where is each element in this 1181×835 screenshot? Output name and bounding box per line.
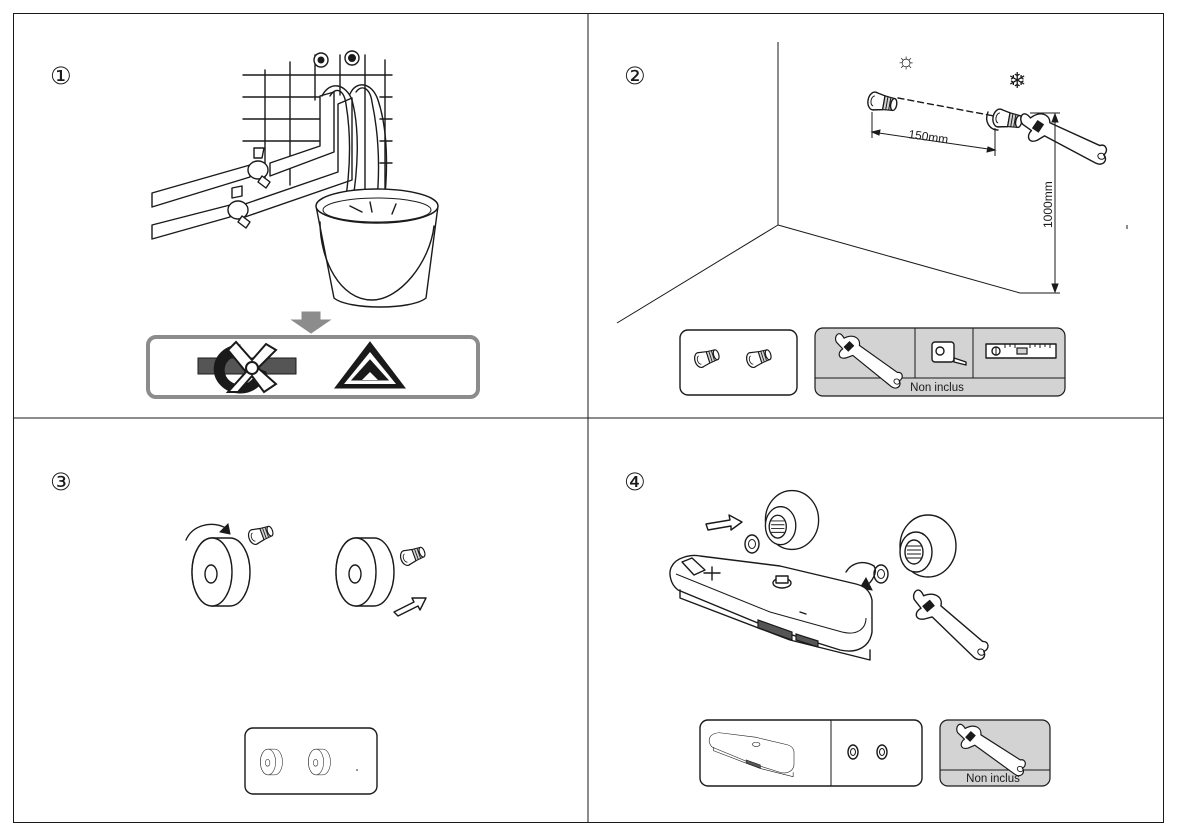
cover-rosette-icon <box>260 748 283 776</box>
cover-rosette-icon <box>764 489 820 551</box>
rotation-arrow-icon <box>185 522 231 541</box>
push-arrow-icon <box>705 514 743 531</box>
cold-water-symbol: ❄ <box>1008 68 1026 93</box>
height-dimension: 1000mm <box>1041 112 1059 294</box>
step-2-panel: ② ☼ ❄ <box>616 42 1128 397</box>
eccentric-connector-icon <box>990 107 1024 132</box>
washer-icon <box>876 744 888 760</box>
warning-frame <box>146 335 480 399</box>
step-1-number: ① <box>50 62 72 90</box>
spacing-label: 150mm <box>908 127 950 146</box>
step-4-tools-box: Non inclus <box>939 719 1051 787</box>
eccentric-connector-icon <box>397 543 428 568</box>
thermostatic-mixer-icon <box>669 554 873 661</box>
step-3-number: ③ <box>50 468 72 496</box>
thermostatic-mixer-icon <box>708 732 795 777</box>
height-label: 1000mm <box>1041 181 1055 228</box>
tape-measure-icon <box>931 341 967 366</box>
warning-triangle-icon <box>333 341 407 389</box>
cover-rosette-icon <box>191 537 251 607</box>
cover-rosette-icon <box>899 514 957 578</box>
step-2-number: ② <box>624 62 646 90</box>
wrench-icon <box>900 584 1000 663</box>
step-1-panel: ① <box>50 50 480 399</box>
valve-handle-icon <box>247 147 271 189</box>
water-off-valve-icon <box>197 340 297 394</box>
step-4-panel: ④ <box>624 468 1051 787</box>
step-4-parts-box <box>699 719 923 787</box>
down-arrow-icon <box>290 311 332 334</box>
wrench-icon <box>1013 108 1114 167</box>
spirit-level-icon <box>985 343 1057 359</box>
tools-not-included-caption: Non inclus <box>910 382 964 394</box>
push-arrow-icon <box>393 597 427 617</box>
room-corner-lines <box>616 42 1128 324</box>
step-4-number: ④ <box>624 468 646 496</box>
spacing-dimension: 150mm <box>870 112 997 156</box>
cover-rosette-icon <box>308 748 331 776</box>
pipe-wall-icon <box>151 50 393 240</box>
step-2-tools-box: Non inclus <box>814 327 1066 397</box>
washer-icon <box>873 564 889 584</box>
cover-rosette-icon <box>335 537 395 607</box>
step-2-parts-box <box>679 329 798 396</box>
step-3-panel: ③ <box>50 468 428 795</box>
bucket-icon <box>315 188 439 308</box>
dot-mark <box>356 769 358 771</box>
washer-icon <box>744 534 760 554</box>
step-3-parts-box <box>244 727 378 795</box>
tools-not-included-caption: Non inclus <box>966 773 1020 785</box>
valve-handle-icon <box>227 185 251 229</box>
eccentric-connector-icon <box>865 90 899 115</box>
hot-water-symbol: ☼ <box>896 48 916 73</box>
washer-icon <box>847 744 859 760</box>
eccentric-connector-icon <box>245 522 276 547</box>
